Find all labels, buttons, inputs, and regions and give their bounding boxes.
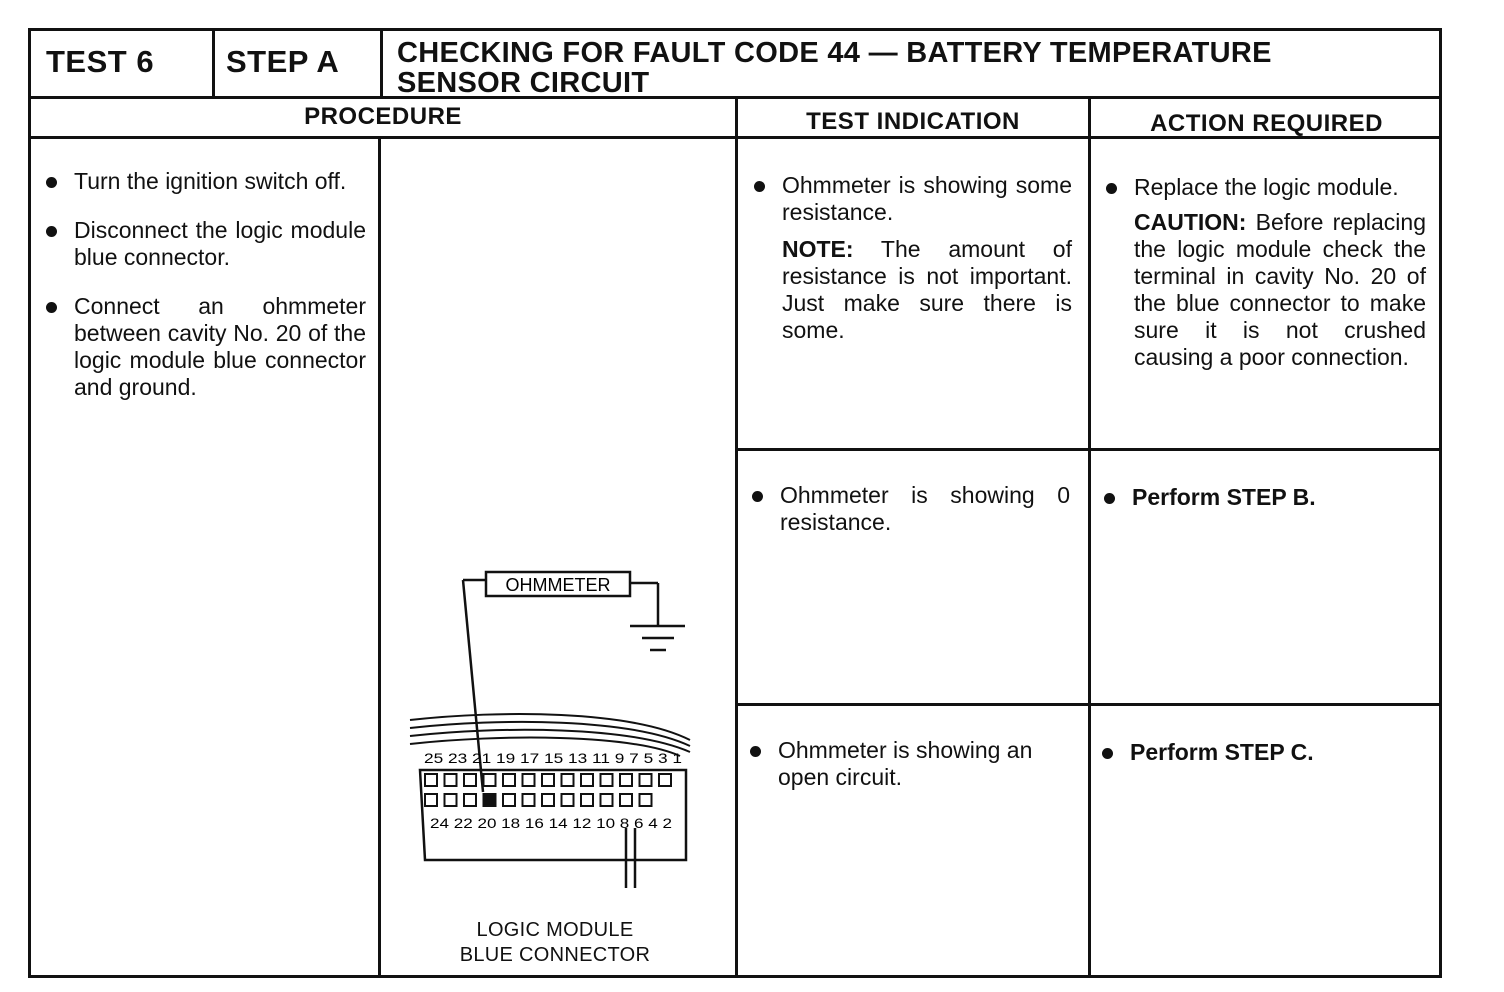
bullet-icon	[1106, 183, 1117, 194]
list-item: Disconnect the logic module blue connect…	[44, 217, 366, 271]
procedure-steps: Turn the ignition switch off. Disconnect…	[44, 168, 366, 423]
connector-cavity	[619, 793, 633, 807]
connector-cavity	[443, 793, 458, 807]
procedure-split-divider-lower	[378, 136, 381, 978]
connector-cavity	[580, 773, 594, 787]
bottom-pin-numbers: 24 22 20 18 16 14 12 10 8 6 4 2	[430, 815, 672, 831]
action-column-divider	[1088, 96, 1091, 978]
connector-cavity	[482, 793, 497, 807]
procedure-column-header: PROCEDURE	[304, 103, 462, 130]
connector-cavity	[424, 793, 438, 807]
action-row-3: Perform STEP C.	[1100, 739, 1422, 788]
connector-cavity	[541, 793, 555, 807]
list-item: Replace the logic module.	[1104, 174, 1426, 201]
connector-cavity	[463, 793, 477, 807]
bullet-icon	[1102, 748, 1113, 759]
connector-cavity	[560, 773, 575, 787]
connector-cavity	[638, 793, 653, 807]
connector-cavity	[560, 793, 575, 807]
connector-cavity	[443, 773, 458, 787]
connector-diagram: OHMMETER 25 23 21 19 17 15 13 11 9 7 5 3…	[409, 570, 691, 888]
bullet-icon	[752, 491, 763, 502]
connector-cavity	[580, 793, 594, 807]
action-row-1: Replace the logic module. CAUTION: Befor…	[1104, 174, 1426, 371]
connector-cavity	[599, 773, 614, 787]
action-row-2: Perform STEP B.	[1102, 484, 1424, 533]
bullet-icon	[46, 302, 57, 313]
connector-cavity	[521, 793, 536, 807]
list-item: Ohmmeter is showing some resistance.	[752, 172, 1072, 226]
list-item: Ohmmeter is showing an open circuit.	[748, 737, 1070, 791]
bullet-icon	[754, 181, 765, 192]
bullet-icon	[1104, 493, 1115, 504]
connector-cavity	[658, 773, 672, 787]
connector-cavity	[502, 793, 516, 807]
ohmmeter-label: OHMMETER	[506, 575, 611, 595]
connector-cavity	[463, 773, 477, 787]
caution-text: CAUTION: Before replacing the logic modu…	[1134, 209, 1426, 370]
top-pin-numbers: 25 23 21 19 17 15 13 11 9 7 5 3 1	[424, 750, 682, 766]
connector-cavity	[619, 773, 633, 787]
test-indication-column-header: TEST INDICATION	[806, 108, 1020, 135]
list-item: Turn the ignition switch off.	[44, 168, 366, 195]
connector-cavity	[599, 793, 614, 807]
list-item: Ohmmeter is showing 0 resistance.	[750, 482, 1070, 536]
connector-cavity	[521, 773, 536, 787]
bullet-icon	[750, 746, 761, 757]
indication-row-1: Ohmmeter is showing some resistance. NOT…	[752, 172, 1072, 344]
list-item: Perform STEP B.	[1102, 484, 1424, 511]
connector-cavity	[424, 773, 438, 787]
indication-row-3: Ohmmeter is showing an open circuit.	[748, 737, 1070, 813]
note-text: NOTE: The amount of resistance is not im…	[782, 236, 1072, 343]
bullet-icon	[46, 177, 57, 188]
diagram-caption: LOGIC MODULE BLUE CONNECTOR	[459, 919, 651, 966]
header-test-divider	[212, 28, 215, 98]
page-title: CHECKING FOR FAULT CODE 44 — BATTERY TEM…	[397, 37, 1272, 99]
connector-cavity	[502, 773, 516, 787]
connector-cavity	[541, 773, 555, 787]
test-number: TEST 6	[46, 44, 155, 79]
bullet-icon	[46, 226, 57, 237]
connector-cavity	[638, 773, 653, 787]
step-label: STEP A	[226, 44, 340, 79]
indication-row-2: Ohmmeter is showing 0 resistance.	[750, 482, 1070, 558]
action-required-column-header: ACTION REQUIRED	[1150, 110, 1383, 137]
list-item: Connect an ohmmeter between cavity No. 2…	[44, 293, 366, 401]
indication-column-divider	[735, 96, 738, 978]
list-item: Perform STEP C.	[1100, 739, 1422, 766]
ohmmeter-box	[484, 570, 632, 598]
procedure-split-divider	[380, 28, 383, 98]
connector-cavity	[482, 773, 497, 787]
